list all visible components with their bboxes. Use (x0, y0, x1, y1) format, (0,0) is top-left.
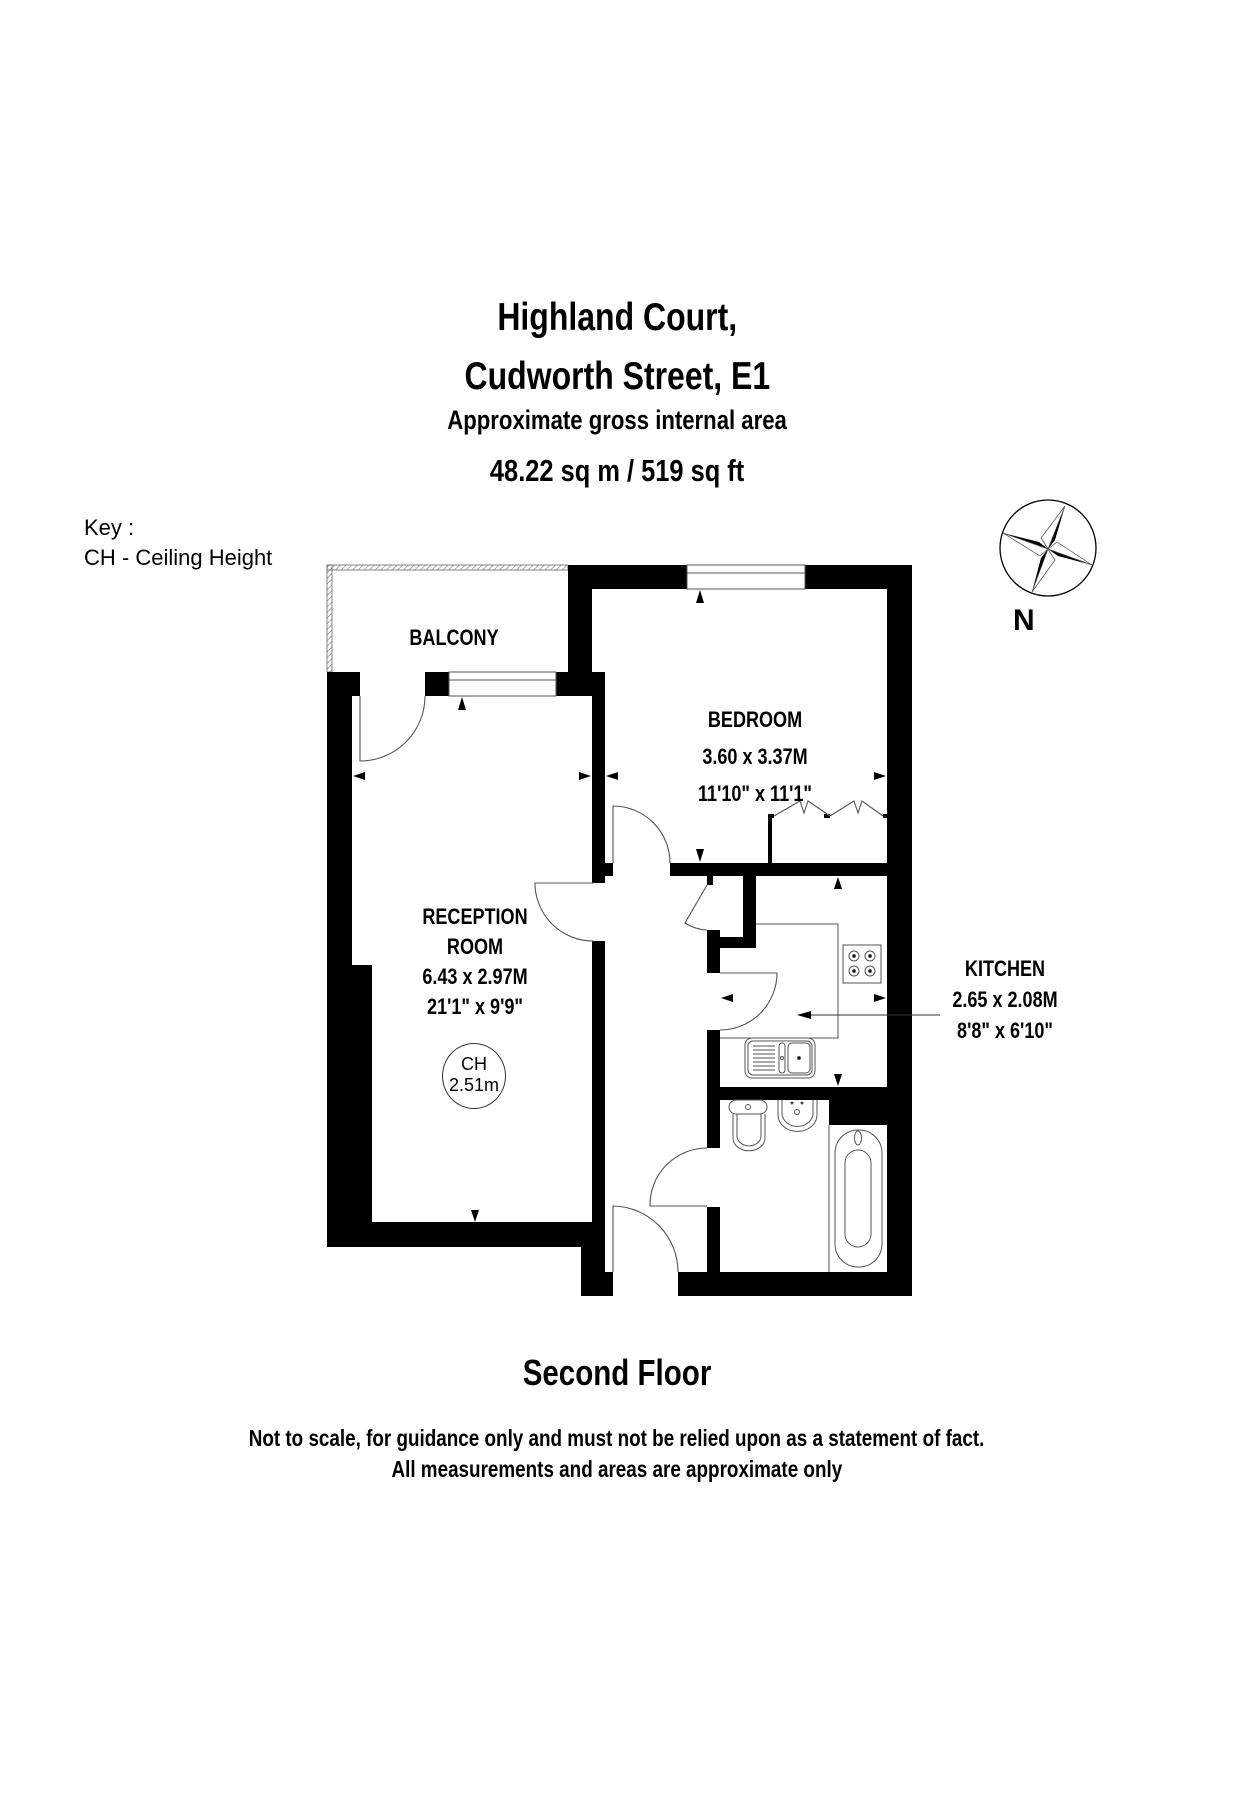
room-label-kitchen: KITCHEN 2.65 x 2.08M 8'8" x 6'10" (915, 955, 1095, 1044)
balcony-name: BALCONY (409, 625, 499, 650)
floor-label: Second Floor (0, 1352, 1234, 1394)
room-label-reception: RECEPTION ROOM 6.43 x 2.97M 21'1" x 9'9" (385, 903, 565, 1020)
kitchen-metric-text: 2.65 x 2.08M (952, 987, 1058, 1012)
compass-north-label: N (1013, 604, 1035, 637)
disclaimer-line1-text: Not to scale, for guidance only and must… (249, 1425, 985, 1451)
disclaimer-line2-text: All measurements and areas are approxima… (391, 1456, 843, 1482)
reception-metric: 6.43 x 2.97M (385, 963, 565, 990)
windows (448, 564, 806, 697)
key-title: Key : (84, 515, 135, 540)
disclaimer-line1: Not to scale, for guidance only and must… (0, 1424, 1234, 1452)
reception-name-line2-text: ROOM (446, 934, 504, 959)
property-title-line2: Cudworth Street, E1 (0, 355, 1234, 399)
disclaimer-line2: All measurements and areas are approxima… (0, 1455, 1234, 1483)
dimension-arrows (353, 590, 886, 1222)
reception-metric-text: 6.43 x 2.97M (422, 964, 528, 989)
kitchen-imperial-text: 8'8" x 6'10" (957, 1018, 1053, 1043)
basin-icon (777, 1100, 818, 1132)
gross-area: 48.22 sq m / 519 sq ft (0, 452, 1234, 490)
kitchen-name-text: KITCHEN (964, 956, 1046, 981)
kitchen-name: KITCHEN (915, 955, 1095, 982)
bedroom-imperial: 11'10" x 11'1" (665, 780, 845, 807)
bedroom-name: BEDROOM (665, 706, 845, 733)
key-item-ceiling-height: CH - Ceiling Height (84, 545, 273, 570)
floor-label-text: Second Floor (522, 1352, 712, 1393)
bedroom-imperial-text: 11'10" x 11'1" (697, 781, 812, 806)
area-text: 48.22 sq m / 519 sq ft (489, 453, 745, 488)
reception-name-line2: ROOM (385, 933, 565, 960)
title-line1-text: Highland Court, (497, 296, 737, 339)
room-label-balcony: BALCONY (394, 624, 514, 651)
bedroom-metric: 3.60 x 3.37M (665, 743, 845, 770)
area-subtitle: Approximate gross internal area (0, 404, 1234, 436)
walls (327, 565, 912, 1296)
room-label-bedroom: BEDROOM 3.60 x 3.37M 11'10" x 11'1" (665, 706, 845, 807)
kitchen-imperial: 8'8" x 6'10" (915, 1017, 1095, 1044)
hob-icon (842, 944, 882, 984)
reception-imperial-text: 21'1" x 9'9" (427, 994, 523, 1019)
sink-icon (744, 1037, 816, 1079)
bathroom-fittings (728, 1099, 883, 1272)
reception-imperial: 21'1" x 9'9" (385, 993, 565, 1020)
ceiling-height-badge: CH 2.51m (442, 1043, 506, 1109)
toilet-icon (728, 1099, 768, 1152)
kitchen-metric: 2.65 x 2.08M (915, 986, 1095, 1013)
reception-name-line1-text: RECEPTION (422, 904, 528, 929)
title-line2-text: Cudworth Street, E1 (464, 355, 770, 398)
property-title-line1: Highland Court, (0, 296, 1234, 340)
bathtub-icon (828, 1125, 883, 1272)
subtitle-text: Approximate gross internal area (447, 405, 787, 435)
ceiling-height-label: CH (461, 1054, 487, 1074)
balcony-railing (326, 564, 569, 673)
compass-rose-icon (999, 499, 1097, 597)
bedroom-metric-text: 3.60 x 3.37M (702, 744, 808, 769)
bedroom-name-text: BEDROOM (707, 707, 803, 732)
ceiling-height-value: 2.51m (448, 1075, 500, 1095)
reception-name-line1: RECEPTION (385, 903, 565, 930)
kitchen-fittings (720, 923, 882, 1079)
doors (359, 695, 884, 1273)
